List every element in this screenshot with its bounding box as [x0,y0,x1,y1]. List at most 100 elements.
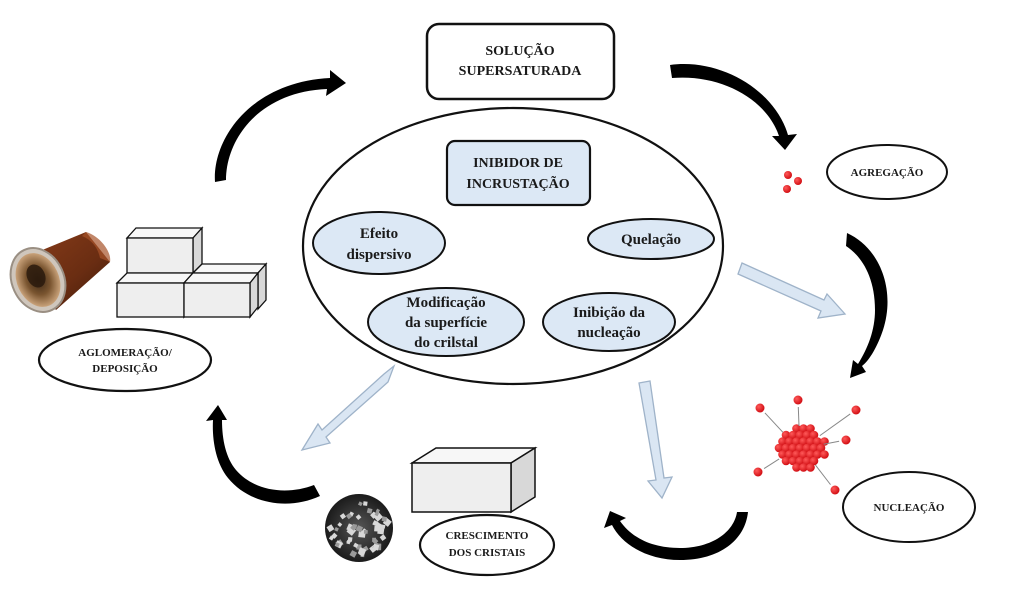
crystal-speck [366,508,373,514]
crystal-speck [363,501,368,506]
scale-inhibitor-line1: INIBIDOR DE [473,156,563,171]
cycle-arrow-solution-to-aggregation [670,64,797,150]
nucleation-particle [795,443,805,453]
exchange-arrow [823,440,840,445]
mechanism-nucleation-line2: nucleação [577,325,640,341]
exchange-arrow [814,464,831,485]
exchange-arrow [797,406,800,427]
nucleation-cluster-icon [753,395,861,495]
mechanism-nucleation-line1: Inibição da [573,305,646,321]
crystal-speck [349,550,358,558]
nucleation-particle [778,450,787,459]
supersaturated-solution-line1: SOLUÇÃO [485,41,554,59]
nucleation-particle [785,437,794,446]
stage-agglomeration-line1: AGLOMERAÇÃO/ [78,347,172,359]
nucleation-particle [788,430,798,440]
crystal-speck [363,529,368,534]
inhibition-arrows [300,262,847,500]
mechanism-chelation: Quelação [587,218,715,260]
nucleation-particle [802,456,812,466]
nucleation-particle [785,450,794,459]
supersaturated-solution-line2: SUPERSATURADA [459,64,583,79]
exchange-arrow [819,413,851,437]
nucleation-particle [799,437,808,446]
free-particle [830,485,840,495]
nucleation-particle [799,424,808,433]
stage-nucleation-label: NUCLEAÇÃO [874,502,945,514]
crystal-speck [372,537,377,542]
scale-inhibitor-box: INIBIDOR DE INCRUSTAÇÃO [445,139,592,207]
mechanism-dispersive-line1: Efeito [360,226,398,242]
nucleation-particle [809,430,819,440]
stage-agglomeration-line2: DEPOSIÇÃO [92,363,158,375]
nucleation-particle [781,443,791,453]
free-particle [841,435,851,445]
stage-crystal-growth: CRESCIMENTO DOS CRISTAIS [418,513,556,577]
nucleation-particle [802,443,812,453]
crystal-speck [357,501,363,507]
crystal-speck [357,547,367,556]
mechanism-chelation-label: Quelação [621,232,681,248]
nucleation-particle [778,437,787,446]
nucleation-particle [795,456,805,466]
crystal-speck [337,522,343,528]
crystal-speck [379,534,387,541]
nucleation-particle [806,450,815,459]
nucleation-particle [813,437,822,446]
stage-crystal-growth-line1: CRESCIMENTO [446,530,529,542]
crystal-speck [346,539,352,545]
crystal-speck [331,532,338,539]
nucleation-particle [781,430,791,440]
cycle-arrow-aggregation-to-nucleation [846,233,888,378]
free-particle [851,405,861,415]
crystal-speck [350,524,357,531]
nucleation-particle [774,443,784,453]
free-particle [755,403,765,413]
inhibition-arrow-down [638,380,674,500]
nucleation-particle [792,424,801,433]
free-particle [793,395,803,405]
crystal-speck [377,527,385,535]
mechanism-dispersive-line2: dispersivo [346,247,411,263]
inhibition-arrow-left [300,364,396,452]
crystal-speck [353,542,359,548]
stage-agglomeration-deposition: AGLOMERAÇÃO/ DEPOSIÇÃO [37,327,213,393]
supersaturated-solution-box: SOLUÇÃO SUPERSATURADA [425,22,616,101]
nucleation-particle [792,450,801,459]
nucleation-particle [809,456,819,466]
mechanism-crystal-surface-modification: Modificação da superfície do crilstal [367,287,525,357]
nucleation-particle [806,424,815,433]
free-particle [753,467,763,477]
cycle-arrow-growth-to-deposition [206,405,320,504]
nucleation-particle [799,450,808,459]
mechanism-surface-line2: da superfície [405,315,487,331]
crystal-speck [334,527,339,532]
mechanism-dispersive-effect: Efeito dispersivo [312,211,446,275]
nucleation-particle [809,443,819,453]
nucleation-particle [816,443,826,453]
stage-crystal-growth-line2: DOS CRISTAIS [449,547,526,559]
cycle-arrows [206,64,888,560]
crystal-speck [345,512,353,520]
crystal-speck [355,525,364,533]
nucleation-particle [820,450,829,459]
inhibition-arrow-right [737,262,847,319]
nucleation-particle [799,463,808,472]
mechanism-nucleation-inhibition: Inibição da nucleação [542,292,676,352]
stage-nucleation: NUCLEAÇÃO [842,471,976,543]
crystal-speck [355,514,362,520]
crystal-speck [381,524,386,529]
scale-inhibitor-line2: INCRUSTAÇÃO [466,174,569,192]
nucleation-particle [788,456,798,466]
red-particle-cluster-icon [783,171,802,193]
crystal-speck [375,508,381,514]
crystal-speck [339,513,347,520]
mechanism-surface-line3: do crilstal [414,335,478,351]
nucleation-particle [806,437,815,446]
crystal-micrograph-icon [325,494,393,562]
cycle-arrow-deposition-to-solution [214,70,346,182]
crystal-speck [374,511,380,517]
stacked-blocks-icon [115,226,268,319]
nucleation-particle [792,463,801,472]
